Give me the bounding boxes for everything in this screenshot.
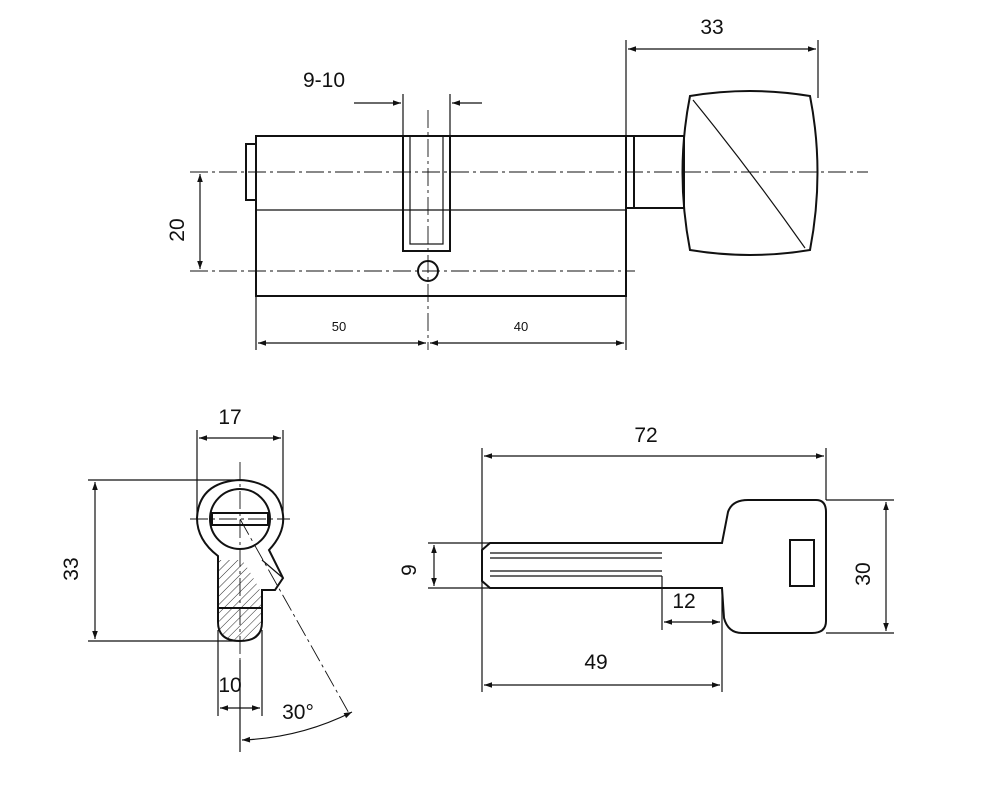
dim-left-50: 50 [332, 319, 346, 334]
key-outline [481, 499, 827, 634]
cylinder-left-cap [245, 143, 256, 201]
cylinder-body [255, 135, 627, 297]
dim-angle: 30° [282, 701, 314, 724]
dim-profile-width: 17 [218, 406, 241, 429]
dim-key-blade: 9 [398, 564, 421, 576]
dim-right-40: 40 [514, 319, 528, 334]
profile-view-dimensions: 17 33 10 30° [60, 406, 353, 752]
key-head-hole [789, 539, 815, 587]
key-view-dimensions: 72 30 9 12 49 [398, 424, 894, 692]
dim-key-total: 72 [634, 424, 657, 447]
top-view-dimensions: 33 9-10 20 50 40 [166, 16, 819, 350]
dim-cam-width: 9-10 [303, 69, 345, 92]
dim-key-shoulder: 12 [672, 590, 695, 613]
dim-profile-height: 33 [60, 557, 83, 580]
cylinder-side-view [190, 90, 868, 350]
dim-key-head: 30 [852, 562, 875, 585]
dim-key-length: 49 [584, 651, 607, 674]
cylinder-profile-view [190, 462, 351, 716]
dim-height-20: 20 [166, 218, 189, 241]
thumb-turn-knob [681, 90, 819, 256]
dim-turn-length: 33 [700, 16, 723, 39]
key-view [481, 499, 827, 634]
dim-profile-bottom: 10 [218, 674, 241, 697]
